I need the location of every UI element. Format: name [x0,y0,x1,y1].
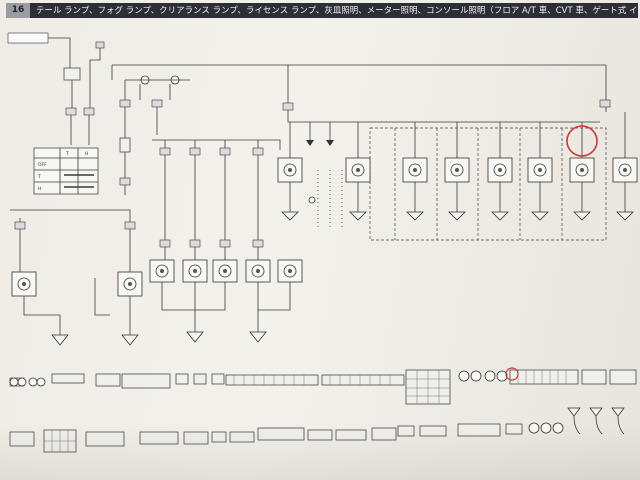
top-left-block [7,32,105,145]
highlight-circle-lower [505,367,519,381]
highlight-circle-upper [566,125,598,157]
light-switch-table: T H OFF T H [33,147,99,195]
right-lamp-array [277,112,638,241]
page-title: テール ランプ、フォグ ランプ、クリアランス ランプ、ライセンス ランプ、灰皿照… [36,5,640,15]
switch-table-header-h: H [85,151,88,157]
connector-legend-row1 [9,369,637,405]
middle-lamp-group [149,139,303,343]
main-power-bus [111,64,611,135]
switch-table-row-off: OFF [38,162,47,168]
page-number: 16 [6,3,30,18]
connector-legend-row2 [9,407,625,453]
switch-table-row-t: T [37,174,41,180]
switch-table-row-h: H [38,186,41,192]
page-header: 16 テール ランプ、フォグ ランプ、クリアランス ランプ、ライセンス ランプ、… [6,3,640,18]
switch-table-header-t: T [65,151,69,157]
left-lamp-group [10,130,143,346]
